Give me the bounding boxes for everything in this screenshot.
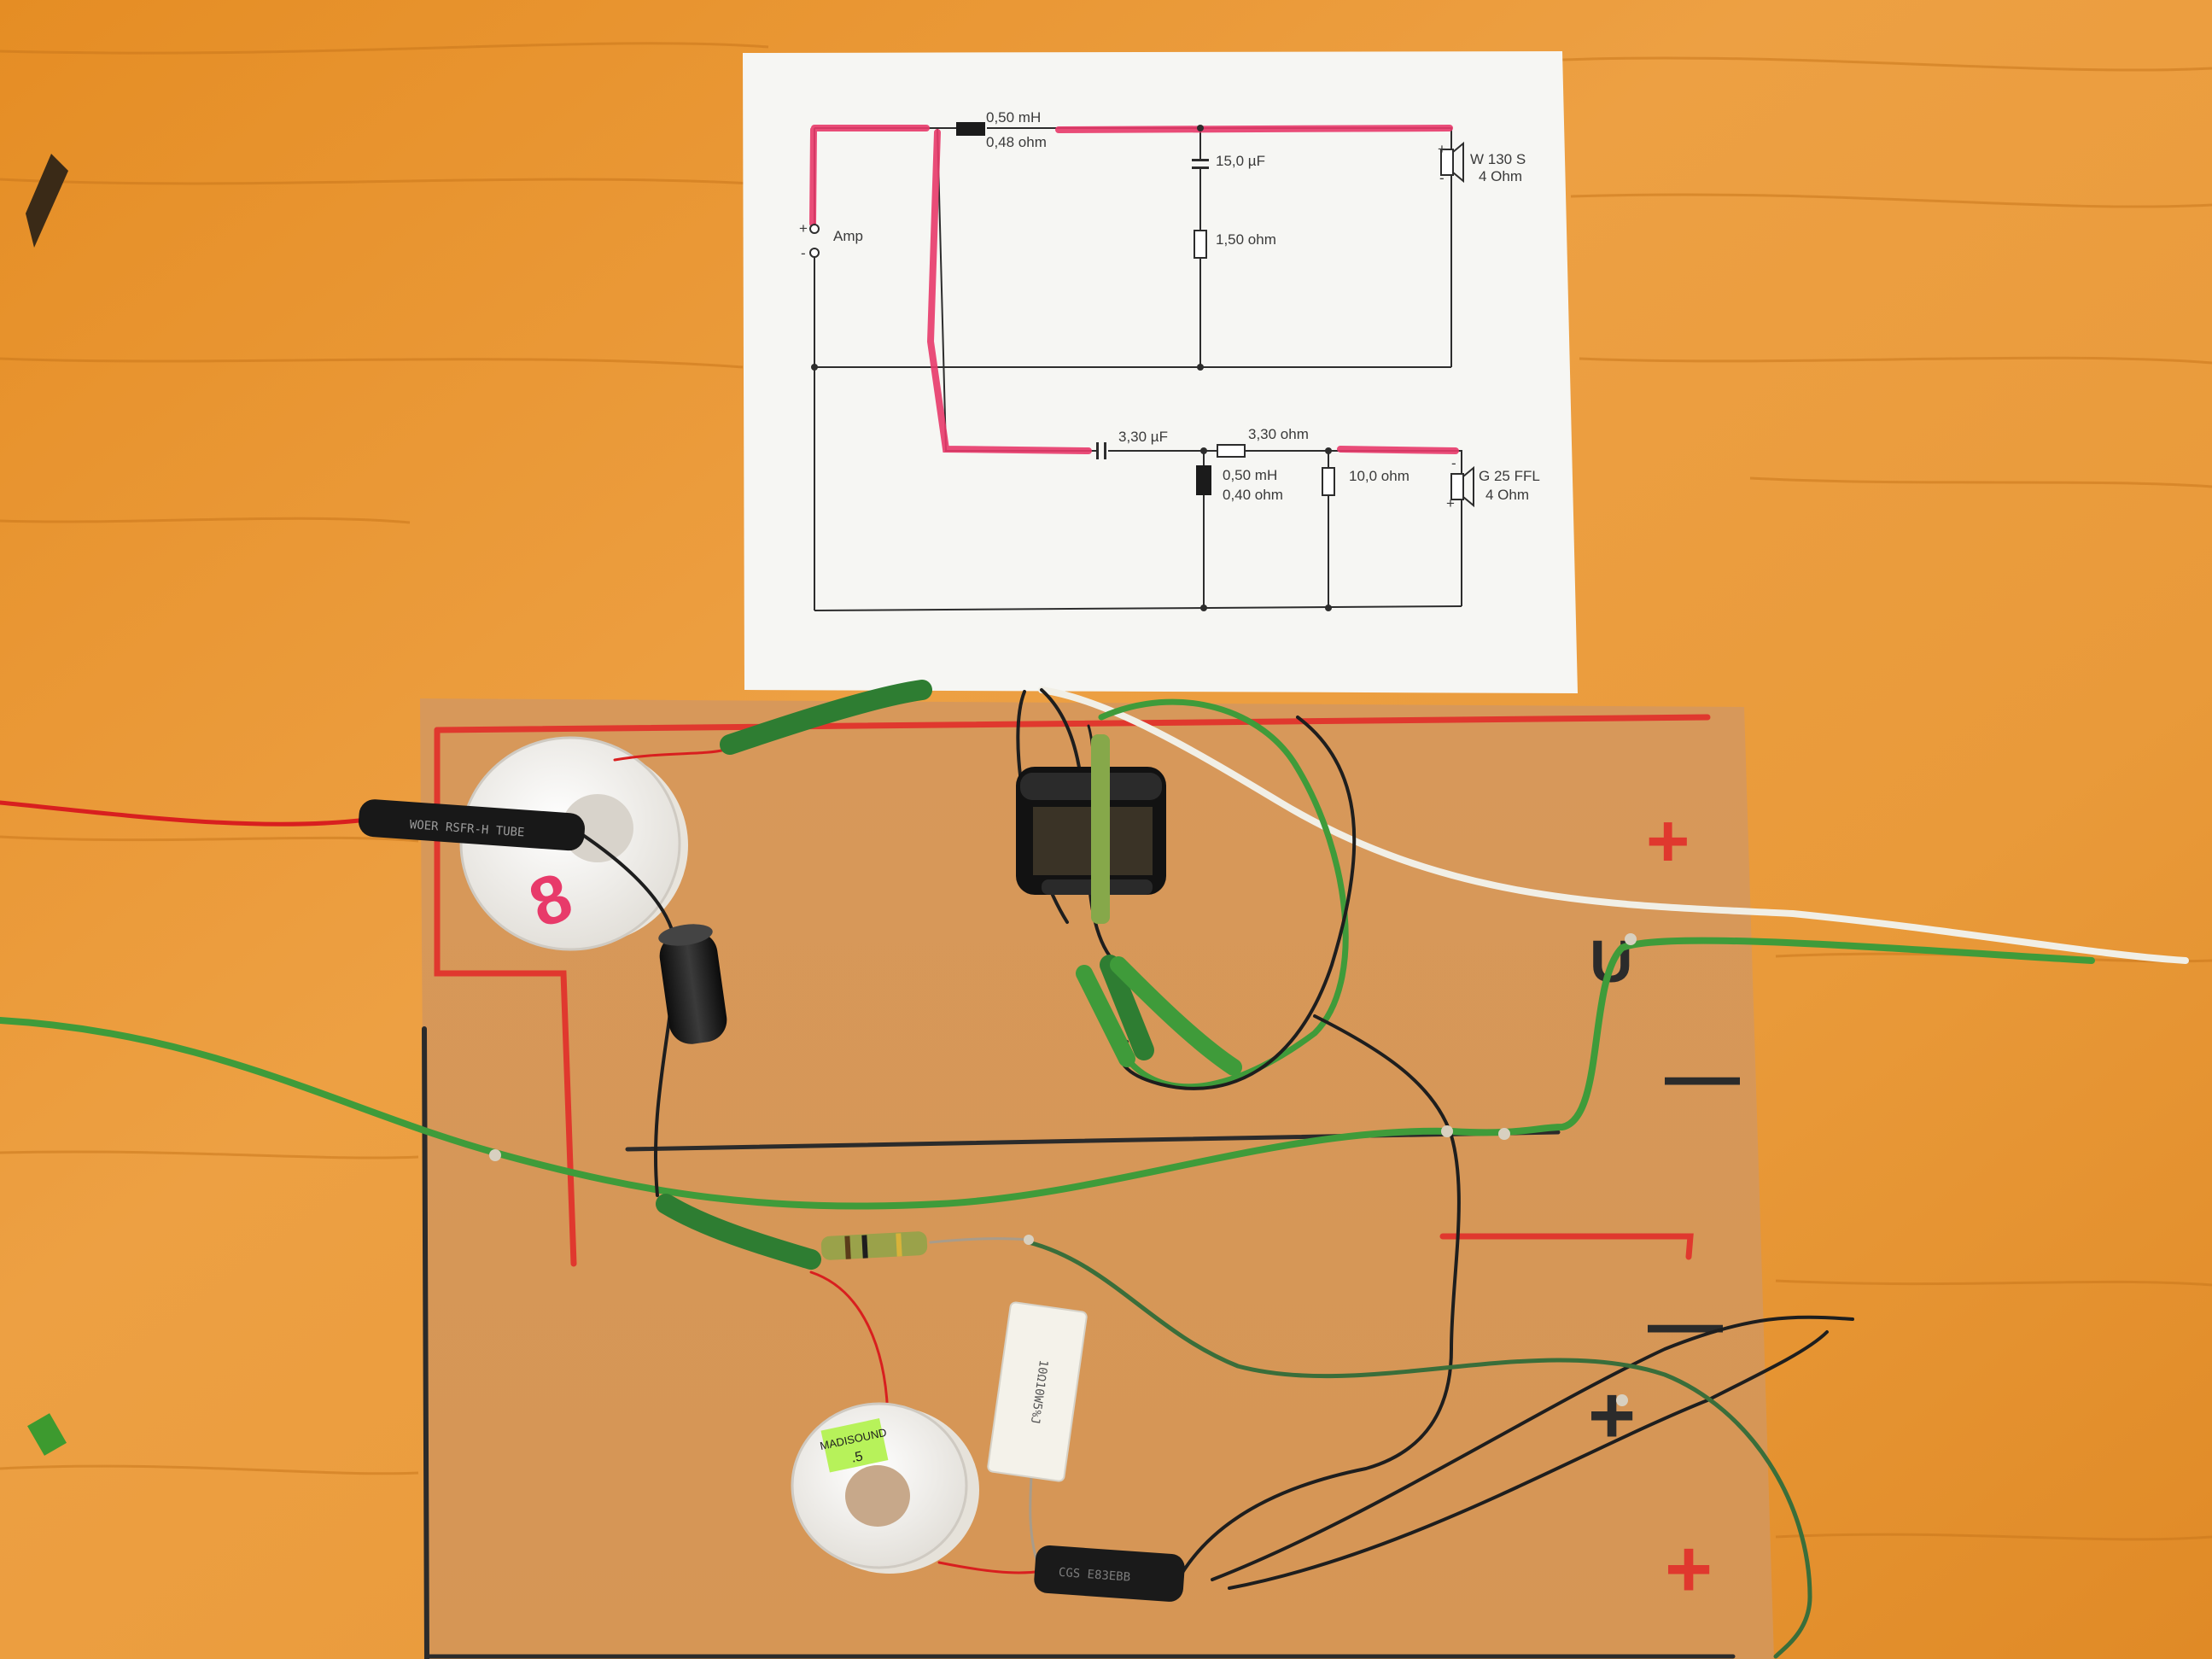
label-tweeter-plus: +	[1446, 495, 1455, 511]
wire-joints	[489, 933, 1637, 1406]
capacitor-c2-symbol	[1096, 442, 1099, 459]
schematic-highlight	[809, 125, 1459, 454]
label-tweeter: G 25 FFL	[1479, 468, 1540, 484]
marker-lines	[422, 714, 1736, 1659]
dark-green-wire	[1026, 1240, 1812, 1659]
label-woofer-impedance: 4 Ohm	[1479, 168, 1522, 184]
paper	[743, 51, 1578, 693]
label-tweeter-minus: -	[1451, 455, 1456, 471]
white-wire-out	[1038, 686, 2189, 964]
label-c2: 3,30 µF	[1118, 429, 1168, 445]
schematic-labels: 0,50 mH 0,48 ohm 15,0 µF 1,50 ohm W 130 …	[799, 109, 1540, 511]
resistor-r2-symbol	[1217, 444, 1246, 458]
label-l1: 0,50 mH	[986, 109, 1041, 126]
inductor-iron-core	[1016, 734, 1166, 924]
red-wire-in	[0, 800, 370, 827]
inductor-l2-symbol	[1196, 465, 1211, 495]
schematic-sheet: 0,50 mH 0,48 ohm 15,0 µF 1,50 ohm W 130 …	[743, 51, 1578, 693]
plus-mark-red-top: +	[1646, 798, 1690, 883]
label-l2-resistance: 0,40 ohm	[1223, 487, 1283, 503]
label-r2: 3,30 ohm	[1248, 426, 1309, 442]
label-l1-resistance: 0,48 ohm	[986, 134, 1047, 150]
resistor-r3-symbol	[1322, 467, 1335, 496]
resistor-cement: 10Ω10W5%J	[987, 1301, 1088, 1482]
inductor-l1-symbol	[956, 122, 985, 136]
plus-mark-red-bottom: +	[1665, 1523, 1713, 1615]
amp-terminal-minus	[809, 248, 820, 258]
label-l2: 0,50 mH	[1223, 467, 1277, 483]
capacitor-c1-symbol	[1192, 159, 1209, 161]
label-amp: Amp	[833, 228, 863, 244]
resistor-r1-symbol	[1194, 230, 1207, 259]
label-r1: 1,50 ohm	[1216, 231, 1276, 248]
capacitor-black	[658, 924, 727, 1044]
label-tweeter-impedance: 4 Ohm	[1485, 487, 1529, 503]
minus-mark-black-1: —	[1665, 1033, 1740, 1118]
resistor-small	[820, 1231, 928, 1260]
label-woofer-plus: +	[1438, 141, 1446, 157]
green-wire-ground	[0, 937, 2095, 1210]
label-woofer-minus: -	[1439, 170, 1445, 186]
sticker-value: .5	[850, 1449, 865, 1465]
green-wire-scrap	[27, 1413, 67, 1456]
inductor-coil-2: MADISOUND .5	[791, 1402, 979, 1574]
inductor-coil-1: 8	[459, 736, 688, 951]
label-amp-minus: -	[801, 245, 806, 261]
black-wire-loop	[1118, 716, 1357, 1090]
sleeve2-print: CGS E83EBB	[1058, 1566, 1130, 1585]
madisound-sticker	[820, 1418, 889, 1473]
black-wire-long	[1176, 1014, 1461, 1581]
label-r3: 10,0 ohm	[1349, 468, 1409, 484]
schematic-components	[809, 122, 1474, 611]
black-sleeve-1: WOER RSFR-H TUBE	[358, 799, 585, 851]
wood-stain	[26, 154, 68, 248]
green-sleeves	[656, 680, 1242, 1270]
amp-terminal-plus	[809, 224, 820, 234]
label-c1: 15,0 µF	[1216, 153, 1265, 169]
label-amp-plus: +	[799, 220, 808, 237]
black-sleeve-2: CGS E83EBB	[1034, 1545, 1185, 1602]
label-woofer: W 130 S	[1470, 151, 1526, 167]
